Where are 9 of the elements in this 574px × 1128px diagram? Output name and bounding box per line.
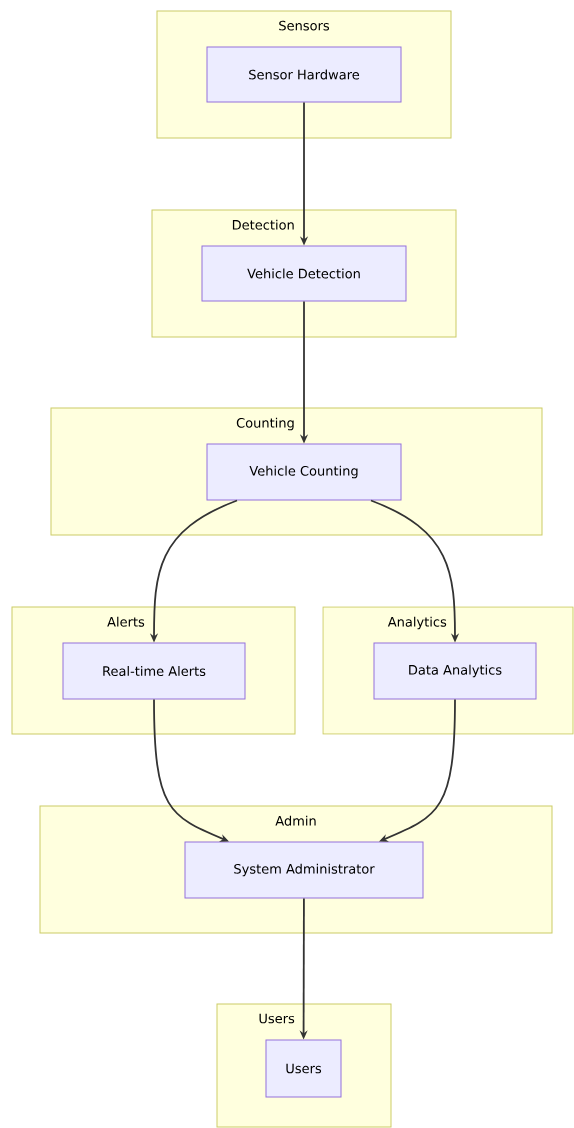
process-box: Users bbox=[265, 1039, 342, 1098]
process-box: Vehicle Counting bbox=[206, 443, 402, 501]
process-box: Real-time Alerts bbox=[62, 642, 246, 700]
process-box: Sensor Hardware bbox=[206, 46, 402, 103]
arrow bbox=[379, 698, 456, 842]
process-box: Data Analytics bbox=[373, 642, 537, 700]
process-box: Vehicle Detection bbox=[201, 245, 407, 302]
process-box: System Administrator bbox=[184, 841, 424, 899]
arrow bbox=[153, 698, 229, 842]
